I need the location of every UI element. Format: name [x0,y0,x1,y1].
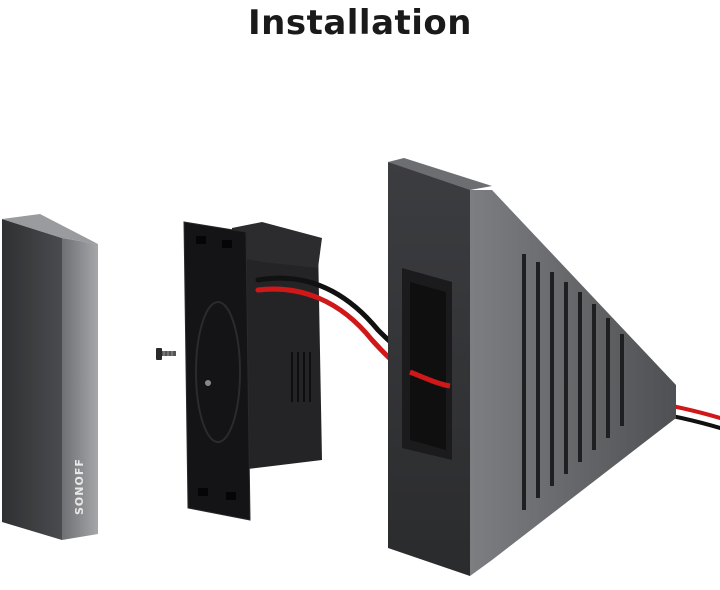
panel-top-edge [2,214,98,244]
plate-slot-top [196,236,206,244]
plate-circle-mark [195,301,241,443]
box-rim [388,158,492,190]
switch-panel: SONOFF [2,214,98,540]
box-vents [522,254,624,510]
panel-brand-logo: SONOFF [73,458,86,515]
mounting-screw [156,348,176,360]
panel-front-face [2,219,62,540]
switch-module [183,221,322,521]
box-opening-inner [410,282,446,450]
plate-slot-bottom [198,488,208,496]
module-top-clip [232,222,322,268]
plate-slot-top-2 [222,240,232,248]
plate-screw-hole [205,380,211,386]
red-wire-into-box [409,369,451,389]
panel-side-edge [62,238,98,540]
box-side-wall [470,190,676,576]
mounting-plate [183,221,251,521]
plate-slot-bottom-2 [226,492,236,500]
page-title: Installation [247,3,472,43]
module-vents [291,352,311,402]
wall-box [388,158,676,576]
